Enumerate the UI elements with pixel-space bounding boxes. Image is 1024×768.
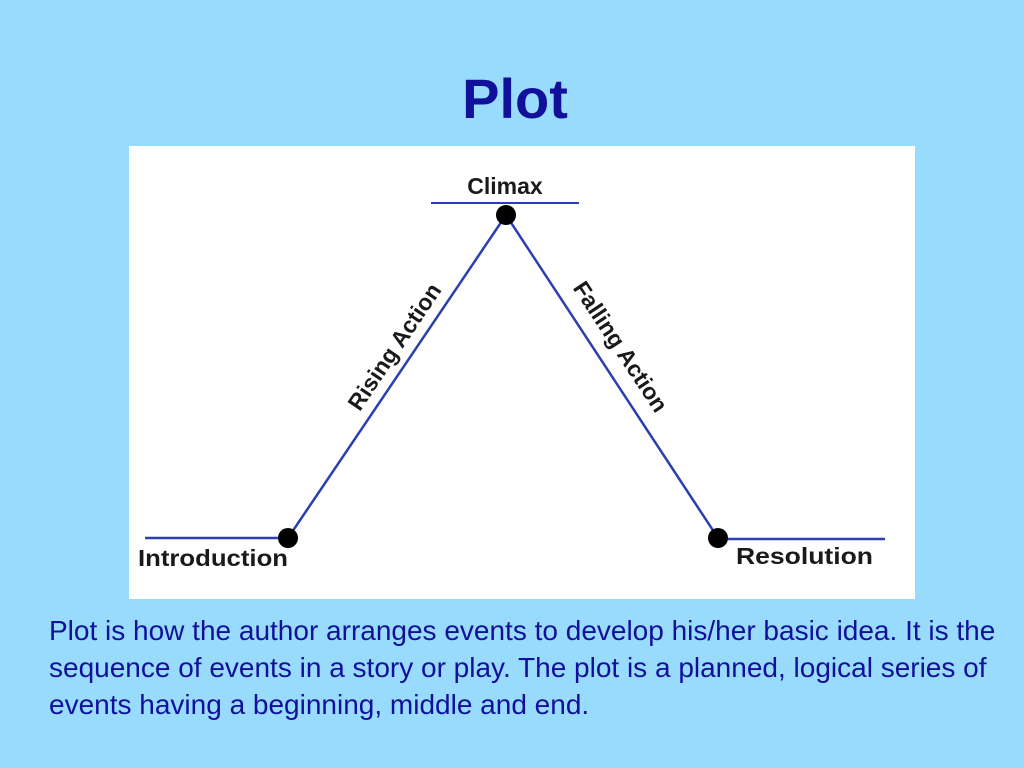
resolution-point bbox=[708, 528, 728, 548]
climax-label: Climax bbox=[467, 173, 543, 199]
slide-title: Plot bbox=[462, 67, 568, 130]
falling-action-label: Falling Action bbox=[568, 276, 673, 416]
climax-point bbox=[496, 205, 516, 225]
introduction-point bbox=[278, 528, 298, 548]
introduction-label: Introduction bbox=[138, 545, 288, 571]
plot-description: Plot is how the author arranges events t… bbox=[49, 615, 996, 720]
rising-action-label: Rising Action bbox=[342, 278, 446, 415]
falling-action-line bbox=[504, 214, 720, 539]
resolution-label: Resolution bbox=[736, 543, 873, 569]
plot-diagram: Climax Introduction Resolution Rising Ac… bbox=[129, 146, 915, 599]
plot-diagram-svg: Climax Introduction Resolution Rising Ac… bbox=[138, 173, 885, 571]
rising-action-line bbox=[286, 214, 508, 539]
